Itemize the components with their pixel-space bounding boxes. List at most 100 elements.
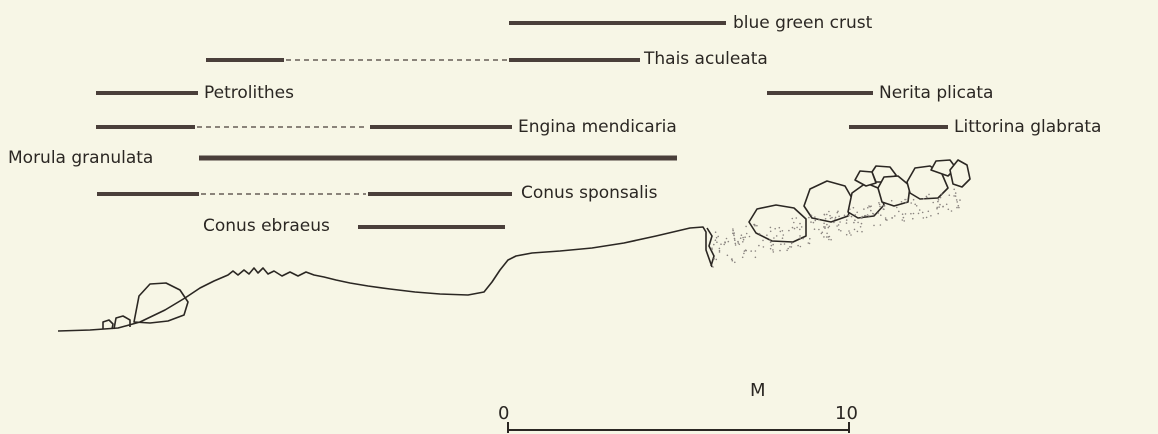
sand-dot bbox=[776, 235, 778, 237]
sand-dot bbox=[928, 211, 930, 213]
sand-dot bbox=[780, 244, 782, 246]
shore-profile bbox=[58, 227, 714, 331]
sand-dot bbox=[734, 239, 736, 241]
sand-dot bbox=[885, 217, 887, 219]
sand-dot bbox=[937, 213, 939, 215]
scale-unit-label: M bbox=[750, 381, 766, 401]
sand-dot bbox=[902, 219, 904, 221]
sand-dot bbox=[958, 205, 960, 207]
sand-dot bbox=[727, 255, 729, 257]
sand-dot bbox=[808, 242, 810, 244]
sand-dot bbox=[928, 194, 930, 196]
sand-dot bbox=[910, 202, 912, 204]
sand-dot bbox=[809, 238, 811, 240]
sand-dot bbox=[826, 224, 828, 226]
sand-dot bbox=[901, 201, 903, 203]
sand-dot bbox=[941, 193, 943, 195]
sand-dot bbox=[856, 212, 858, 214]
sand-dot bbox=[833, 222, 835, 224]
sand-dot bbox=[823, 226, 825, 228]
sand-dot bbox=[839, 221, 841, 223]
sand-dot bbox=[732, 228, 734, 230]
sand-dot bbox=[846, 234, 848, 236]
sand-dot bbox=[851, 216, 853, 218]
sand-dot bbox=[914, 204, 916, 206]
sand-dot bbox=[779, 250, 781, 252]
sand-dot bbox=[848, 215, 850, 217]
sand-dot bbox=[810, 221, 812, 223]
sand-dot bbox=[891, 200, 893, 202]
sand-dot bbox=[932, 202, 934, 204]
sand-dot bbox=[940, 197, 942, 199]
scale-bar bbox=[508, 422, 849, 433]
sand-dot bbox=[742, 257, 744, 259]
sand-dot bbox=[861, 231, 863, 233]
sand-dot bbox=[784, 243, 786, 245]
sand-dot bbox=[953, 189, 955, 191]
sand-dot bbox=[958, 207, 960, 209]
sand-dot bbox=[715, 239, 717, 241]
sand-dot bbox=[948, 209, 950, 211]
sand-dot bbox=[742, 237, 744, 239]
sand-dot bbox=[742, 241, 744, 243]
sand-dot bbox=[711, 247, 713, 249]
sand-dot bbox=[938, 206, 940, 208]
sand-dot bbox=[838, 229, 840, 231]
sand-dot bbox=[801, 226, 803, 228]
sand-dot bbox=[903, 217, 905, 219]
sand-dot bbox=[829, 226, 831, 228]
sand-dot bbox=[815, 220, 817, 222]
sand-dot bbox=[837, 212, 839, 214]
sand-dot bbox=[766, 234, 768, 236]
sand-dot bbox=[792, 218, 794, 220]
sand-dot bbox=[814, 216, 816, 218]
sand-dot bbox=[786, 250, 788, 252]
label-nerita-plicata: Nerita plicata bbox=[879, 83, 993, 103]
sand-dot bbox=[719, 248, 721, 250]
sand-dot bbox=[902, 213, 904, 215]
sand-dot bbox=[829, 236, 831, 238]
sand-dot bbox=[956, 207, 958, 209]
sand-dot bbox=[923, 198, 925, 200]
sand-dot bbox=[799, 237, 801, 239]
sand-dot bbox=[838, 224, 840, 226]
sand-dot bbox=[913, 213, 915, 215]
sand-dot bbox=[828, 239, 830, 241]
sand-dot bbox=[826, 236, 828, 238]
sand-dot bbox=[735, 244, 737, 246]
sand-dot bbox=[878, 212, 880, 214]
sand-dot bbox=[923, 217, 925, 219]
sand-dot bbox=[783, 234, 785, 236]
boulder-5 bbox=[878, 176, 910, 206]
sand-dot bbox=[770, 241, 772, 243]
sand-dot bbox=[740, 237, 742, 239]
sand-dot bbox=[848, 230, 850, 232]
sand-dot bbox=[846, 222, 848, 224]
sand-dot bbox=[794, 228, 796, 230]
sand-dot bbox=[879, 206, 881, 208]
sand-dot bbox=[861, 218, 863, 220]
sand-dot bbox=[782, 230, 784, 232]
sand-dot bbox=[907, 199, 909, 201]
sand-dot bbox=[791, 243, 793, 245]
sand-dot bbox=[756, 225, 758, 227]
sand-dot bbox=[743, 253, 745, 255]
sand-dot bbox=[758, 245, 760, 247]
sand-dot bbox=[896, 207, 898, 209]
sand-dot bbox=[802, 238, 804, 240]
sand-dot bbox=[814, 228, 816, 230]
sand-dot bbox=[732, 260, 734, 262]
sand-dot bbox=[860, 226, 862, 228]
sand-dot bbox=[840, 230, 842, 232]
sand-dot bbox=[854, 229, 856, 231]
sand-dot bbox=[769, 239, 771, 241]
sand-dot bbox=[779, 227, 781, 229]
sand-dot bbox=[868, 215, 870, 217]
sand-dot bbox=[846, 219, 848, 221]
sand-dot bbox=[716, 259, 718, 261]
sand-dot bbox=[953, 195, 955, 197]
sand-dot bbox=[849, 208, 851, 210]
sand-dot bbox=[772, 249, 774, 251]
sand-dot bbox=[746, 233, 748, 235]
sand-dot bbox=[755, 257, 757, 259]
